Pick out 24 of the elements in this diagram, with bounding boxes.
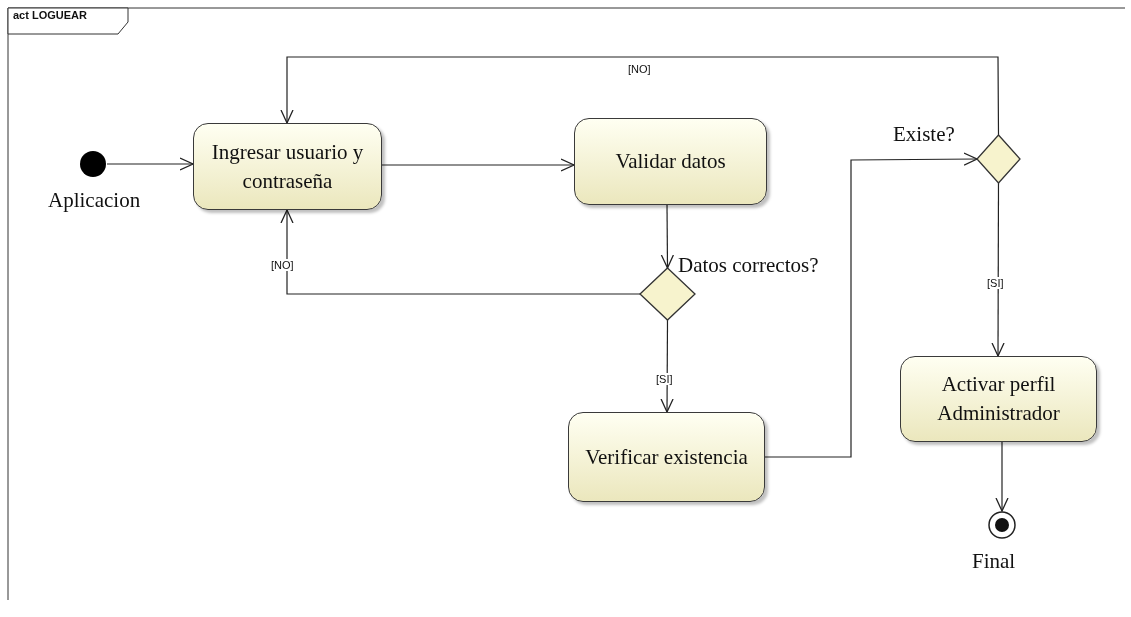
control-flow-arrow <box>106 157 194 171</box>
decision-label: Datos correctos? <box>678 253 819 278</box>
control-flow-arrow <box>995 441 1009 512</box>
action-box: Verificar existencia <box>568 412 765 502</box>
control-flow-arrow <box>764 152 978 458</box>
guard-label: [SI] <box>986 277 1005 289</box>
control-flow-arrow <box>660 319 674 413</box>
final-node <box>988 511 1016 539</box>
initial-node <box>79 150 107 178</box>
action-box: Activar perfil Administrador <box>900 356 1097 442</box>
guard-label: [NO] <box>627 63 652 75</box>
action-box: Validar datos <box>574 118 767 205</box>
guard-label: [NO] <box>270 259 295 271</box>
control-flow-arrow <box>991 182 1005 357</box>
control-flow-arrow <box>660 204 675 269</box>
node-caption: Aplicacion <box>48 188 141 213</box>
control-flow-arrow <box>280 209 641 295</box>
node-caption: Final <box>972 549 1016 574</box>
action-box: Ingresar usuario y contraseña <box>193 123 382 210</box>
decision-label: Existe? <box>893 122 955 147</box>
control-flow-arrow <box>280 56 1000 136</box>
guard-label: [SI] <box>655 373 674 385</box>
control-flow-arrow <box>381 158 575 172</box>
frame-title: act LOGUEAR <box>13 9 87 21</box>
